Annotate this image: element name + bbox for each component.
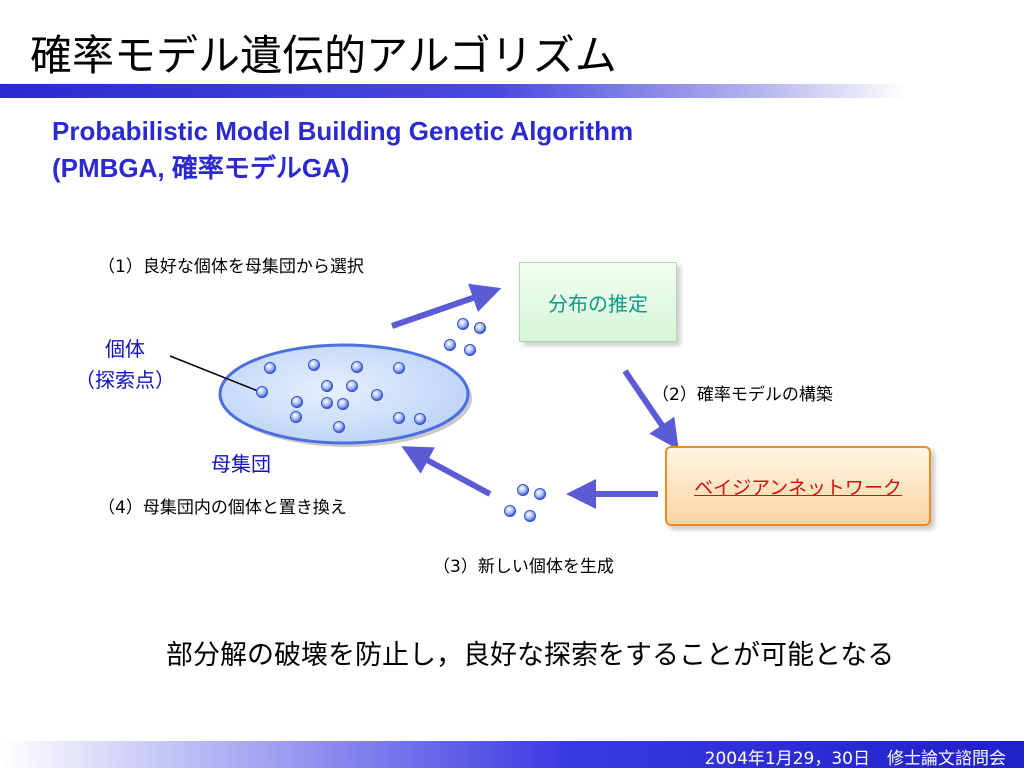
- individual-dot: [337, 398, 349, 410]
- step-3-label: （3）新しい個体を生成: [433, 557, 614, 577]
- individual-dot: [291, 396, 303, 408]
- individual-dot: [256, 386, 268, 398]
- individual-dot: [333, 421, 345, 433]
- individual-dot: [524, 510, 536, 522]
- individual-dot: [321, 397, 333, 409]
- individual-dot: [393, 362, 405, 374]
- new-individuals: [504, 484, 546, 522]
- population-ellipse: [218, 343, 470, 445]
- individual-dot: [474, 322, 486, 334]
- individual-dot: [346, 380, 358, 392]
- subtitle: Probabilistic Model Building Genetic Alg…: [52, 113, 633, 187]
- individual-label-main: 個体: [105, 337, 145, 361]
- step-1-label: （1）良好な個体を母集団から選択: [98, 257, 364, 277]
- individual-dot: [534, 488, 546, 500]
- individual-dot: [321, 380, 333, 392]
- individual-dot: [371, 389, 383, 401]
- footer-bar: 2004年1月29，30日 修士論文諮問会: [0, 741, 1024, 769]
- population-label: 母集団: [211, 452, 271, 476]
- arrow-replace: [401, 446, 492, 497]
- individual-dot: [444, 339, 456, 351]
- title-underline-bar: [0, 84, 906, 98]
- individual-dot: [504, 505, 516, 517]
- individual-dot: [264, 362, 276, 374]
- bayesian-network-link[interactable]: ベイジアンネットワーク: [694, 476, 902, 499]
- individual-dot: [393, 412, 405, 424]
- individual-dot: [457, 318, 469, 330]
- bayesian-network-box[interactable]: ベイジアンネットワーク: [665, 446, 931, 526]
- footer-date-text: 2004年1月29，30日 修士論文諮問会: [704, 749, 1006, 769]
- selected-individuals: [444, 318, 486, 356]
- population-individuals: [256, 359, 426, 433]
- distribution-estimation-box: 分布の推定: [519, 262, 677, 342]
- individual-dot: [517, 484, 529, 496]
- conclusion-text: 部分解の破壊を防止し，良好な探索をすることが可能となる: [166, 640, 895, 671]
- individual-dot: [414, 413, 426, 425]
- individual-dot: [464, 344, 476, 356]
- arrow-build-model: [622, 369, 679, 450]
- slide-title: 確率モデル遺伝的アルゴリズム: [30, 31, 617, 80]
- individual-label: 個体 （探索点）: [50, 334, 200, 396]
- subtitle-line-1: Probabilistic Model Building Genetic Alg…: [52, 116, 634, 146]
- distribution-estimation-text: 分布の推定: [548, 291, 648, 316]
- step-4-label: （4）母集団内の個体と置き換え: [98, 498, 347, 518]
- arrow-select: [391, 283, 502, 329]
- individual-dot: [351, 361, 363, 373]
- individual-dot: [290, 411, 302, 423]
- individual-label-sub: （探索点）: [75, 368, 175, 392]
- individual-pointer-line: [169, 355, 259, 392]
- individual-dot: [308, 359, 320, 371]
- subtitle-line-2: (PMBGA, 確率モデルGA): [52, 153, 350, 183]
- step-2-label: （2）確率モデルの構築: [652, 385, 833, 405]
